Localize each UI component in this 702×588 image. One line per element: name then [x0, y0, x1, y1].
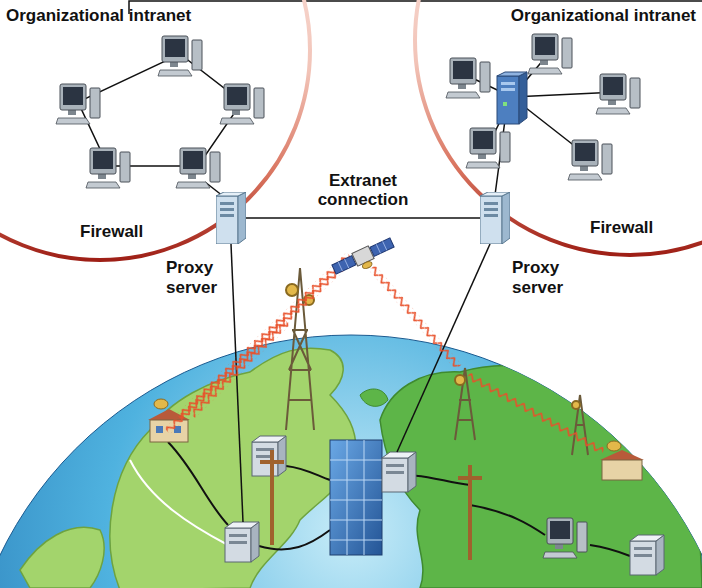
intranet-region: Organizational intranetFirewall — [0, 0, 320, 262]
firewall-arc — [0, 0, 310, 260]
panel-grid — [338, 259, 349, 271]
computer — [86, 148, 130, 188]
house — [602, 460, 642, 480]
proxy-label: Proxy server — [166, 258, 230, 297]
cable — [168, 442, 228, 525]
firewall-label: Firewall — [80, 222, 143, 242]
radio-beams — [164, 252, 605, 455]
computer — [158, 36, 202, 76]
satellite-dish — [361, 260, 373, 270]
dish — [572, 401, 580, 409]
utility-pole — [260, 450, 284, 545]
dish-house — [600, 441, 644, 480]
proxy-server-icon — [216, 192, 246, 244]
cable — [286, 466, 330, 480]
satellite — [331, 236, 397, 281]
server-building — [382, 452, 416, 492]
continent — [20, 527, 104, 588]
computer — [176, 148, 220, 188]
island — [360, 389, 388, 406]
server-building — [225, 522, 259, 562]
uplink-line — [231, 244, 243, 522]
server-building — [252, 436, 286, 476]
dish — [455, 375, 465, 385]
radio-beam — [369, 265, 462, 370]
window — [156, 426, 163, 433]
cable — [130, 460, 228, 545]
proxy-server: Proxy server — [166, 192, 246, 297]
computer — [56, 84, 100, 124]
firewall-label: Firewall — [590, 218, 653, 238]
computer — [220, 84, 264, 124]
server-building — [630, 535, 664, 575]
server-tower — [480, 192, 510, 244]
computer — [543, 518, 587, 558]
computer — [528, 34, 572, 74]
glass-tower — [330, 440, 382, 555]
radio-beam — [189, 319, 290, 418]
firewall-arc — [415, 0, 702, 255]
server-tower — [216, 192, 246, 244]
firewall-boundary — [400, 0, 702, 262]
dish — [607, 441, 621, 451]
radio-beam — [466, 372, 605, 455]
computer — [466, 128, 510, 168]
proxy-label: Proxy server — [512, 258, 576, 297]
intranet-region: Organizational intranetFirewall — [400, 0, 702, 262]
window-grid — [330, 440, 382, 555]
computer — [568, 140, 612, 180]
continent — [380, 365, 702, 588]
network-heading: Organizational intranet — [6, 6, 191, 26]
roof — [600, 450, 644, 460]
intranet-server — [497, 72, 527, 124]
proxy-server: Proxy server — [480, 192, 580, 297]
cable — [259, 530, 330, 549]
globe — [0, 335, 702, 588]
computer — [446, 58, 490, 98]
cable — [470, 505, 545, 535]
proxy-server-icon — [480, 192, 510, 244]
solar-panel — [370, 238, 394, 256]
extranet-link — [246, 217, 480, 219]
dish — [286, 284, 298, 296]
office-building — [330, 440, 382, 555]
network-wires — [78, 52, 618, 522]
continent — [110, 348, 356, 588]
panel-grid — [376, 241, 387, 253]
computer — [596, 74, 640, 114]
network-heading: Organizational intranet — [511, 6, 696, 26]
dish — [154, 399, 168, 409]
firewall-boundary — [0, 0, 320, 262]
continents — [20, 348, 702, 588]
cable — [590, 545, 630, 556]
edge-label: Extranet connection — [303, 171, 423, 210]
utility-pole — [458, 465, 482, 560]
solar-panel — [332, 256, 356, 274]
